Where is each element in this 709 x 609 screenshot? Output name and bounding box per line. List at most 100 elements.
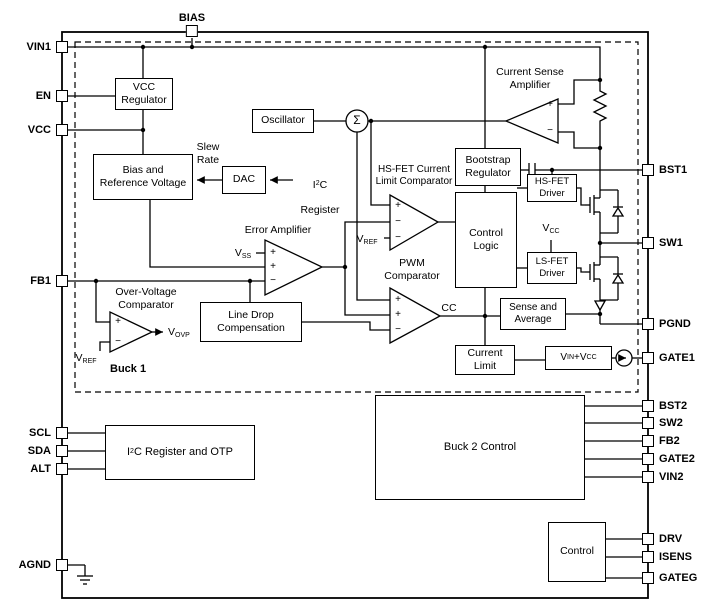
pin-agnd-label: AGND	[18, 559, 51, 571]
buck1-label: Buck 1	[110, 363, 147, 375]
ls-fet-symbol	[585, 262, 600, 282]
pin-vin1: VIN1	[0, 39, 68, 55]
ov-comp-plus-sign: +	[115, 316, 121, 327]
pin-gate2-box	[642, 453, 654, 465]
over-voltage-comparator-label: Over-Voltage Comparator	[115, 286, 177, 311]
i2c-otp-pre: I	[126, 445, 131, 458]
pin-bias: BIAS	[179, 12, 205, 37]
pin-vin2-label: VIN2	[659, 471, 684, 483]
pin-gate2-label: GATE2	[659, 453, 695, 465]
pin-vin2-box	[642, 471, 654, 483]
pin-vcc-box	[56, 124, 68, 136]
pin-gate2: GATE2	[642, 451, 695, 467]
pin-scl-box	[56, 427, 68, 439]
vref-label-hs-comparator: VREF	[356, 233, 378, 246]
pwm-minus-sign: −	[395, 324, 401, 335]
vcc-regulator-block: VCC Regulator	[115, 78, 173, 110]
pin-sw1-label: SW1	[659, 237, 683, 249]
csa-minus-sign: −	[547, 125, 553, 136]
vovp-label: VOVP	[168, 326, 190, 339]
pin-alt-box	[56, 463, 68, 475]
pin-fb1-box	[56, 275, 68, 287]
pin-bst1-box	[642, 164, 654, 176]
pin-alt: ALT	[0, 461, 68, 477]
i2c-otp-post: C Register and OTP	[133, 445, 233, 458]
current-limit-block: Current Limit	[455, 345, 515, 375]
pin-sda-box	[56, 445, 68, 457]
pin-gate1-label: GATE1	[659, 352, 695, 364]
error-amp-plus-sign-1: +	[270, 247, 276, 258]
pin-sw2: SW2	[642, 415, 683, 431]
pin-drv-label: DRV	[659, 533, 683, 545]
pin-alt-label: ALT	[30, 463, 51, 475]
pin-fb2-box	[642, 435, 654, 447]
chip-outline	[61, 31, 649, 599]
pwm-plus-sign-2: +	[395, 309, 401, 320]
pin-sda: SDA	[0, 443, 68, 459]
pin-sw1-box	[642, 237, 654, 249]
buck2-control-block: Buck 2 Control	[375, 395, 585, 500]
ls-fet-driver-block: LS-FET Driver	[527, 252, 577, 284]
over-voltage-comparator-triangle	[109, 310, 154, 354]
vref-label-ov-comparator: VREF	[75, 352, 97, 365]
pin-sda-label: SDA	[27, 445, 51, 457]
pin-vin1-label: VIN1	[26, 41, 51, 53]
pin-gate1: GATE1	[642, 350, 695, 366]
pin-pgnd-label: PGND	[659, 318, 691, 330]
sigma-symbol: Σ	[353, 113, 361, 127]
error-amplifier-label: Error Amplifier	[244, 224, 312, 236]
pin-en-box	[56, 90, 68, 102]
i2c-register-line2: Register	[300, 203, 340, 216]
pin-agnd: AGND	[0, 557, 68, 573]
error-amp-plus-sign-2: +	[270, 261, 276, 272]
hs-fet-current-limit-comparator-triangle	[389, 193, 440, 252]
current-direction-arrow-icon	[593, 300, 607, 312]
hs-fet-symbol	[585, 195, 600, 215]
vcc-base: V	[579, 351, 587, 363]
oscillator-block: Oscillator	[252, 109, 314, 133]
pin-vcc-label: VCC	[27, 124, 51, 136]
pin-en-label: EN	[35, 90, 51, 102]
buck1-dashed-box	[74, 41, 639, 393]
pin-drv-box	[642, 533, 654, 545]
control-block: Control	[548, 522, 606, 582]
hs-fet-current-limit-comparator-label: HS-FET Current Limit Comparator	[375, 164, 453, 187]
error-amp-minus-sign: −	[270, 275, 276, 286]
line-drop-compensation-block: Line Drop Compensation	[200, 302, 302, 342]
cc-label: CC	[441, 302, 457, 314]
resistor-symbol	[592, 88, 608, 128]
pin-agnd-box	[56, 559, 68, 571]
i2c-register-line1: I2C	[312, 178, 328, 191]
pin-fb2: FB2	[642, 433, 680, 449]
pin-bst2-box	[642, 400, 654, 412]
pin-scl: SCL	[0, 425, 68, 441]
dac-block: DAC	[222, 166, 266, 194]
pin-sw1: SW1	[642, 235, 683, 251]
pwm-comparator-triangle	[389, 286, 442, 345]
hs-comp-plus-sign: +	[395, 200, 401, 211]
pin-drv: DRV	[642, 531, 682, 547]
i2c-register-label: I2C Register	[300, 166, 339, 229]
pin-bst2-label: BST2	[659, 400, 688, 412]
pin-sw2-label: SW2	[659, 417, 683, 429]
pin-gateg: GATEG	[642, 570, 697, 586]
pin-bias-box	[186, 25, 198, 37]
pin-pgnd-box	[642, 318, 654, 330]
pin-scl-label: SCL	[29, 427, 51, 439]
current-sense-amplifier-label: Current Sense Amplifier	[496, 66, 564, 91]
vin-sub: IN	[567, 353, 575, 361]
pin-bst1-label: BST1	[659, 164, 688, 176]
plus-joiner: +	[574, 351, 580, 363]
pin-sw2-box	[642, 417, 654, 429]
pin-isens-box	[642, 551, 654, 563]
hs-comp-minus-sign-2: −	[395, 232, 401, 243]
pin-vin2: VIN2	[642, 469, 683, 485]
pin-fb2-label: FB2	[659, 435, 680, 447]
pin-gate1-box	[642, 352, 654, 364]
error-amplifier-triangle	[264, 238, 324, 297]
junction-dots	[93, 44, 603, 319]
agnd-ground-symbol	[77, 565, 93, 585]
pin-bst2: BST2	[642, 398, 687, 414]
